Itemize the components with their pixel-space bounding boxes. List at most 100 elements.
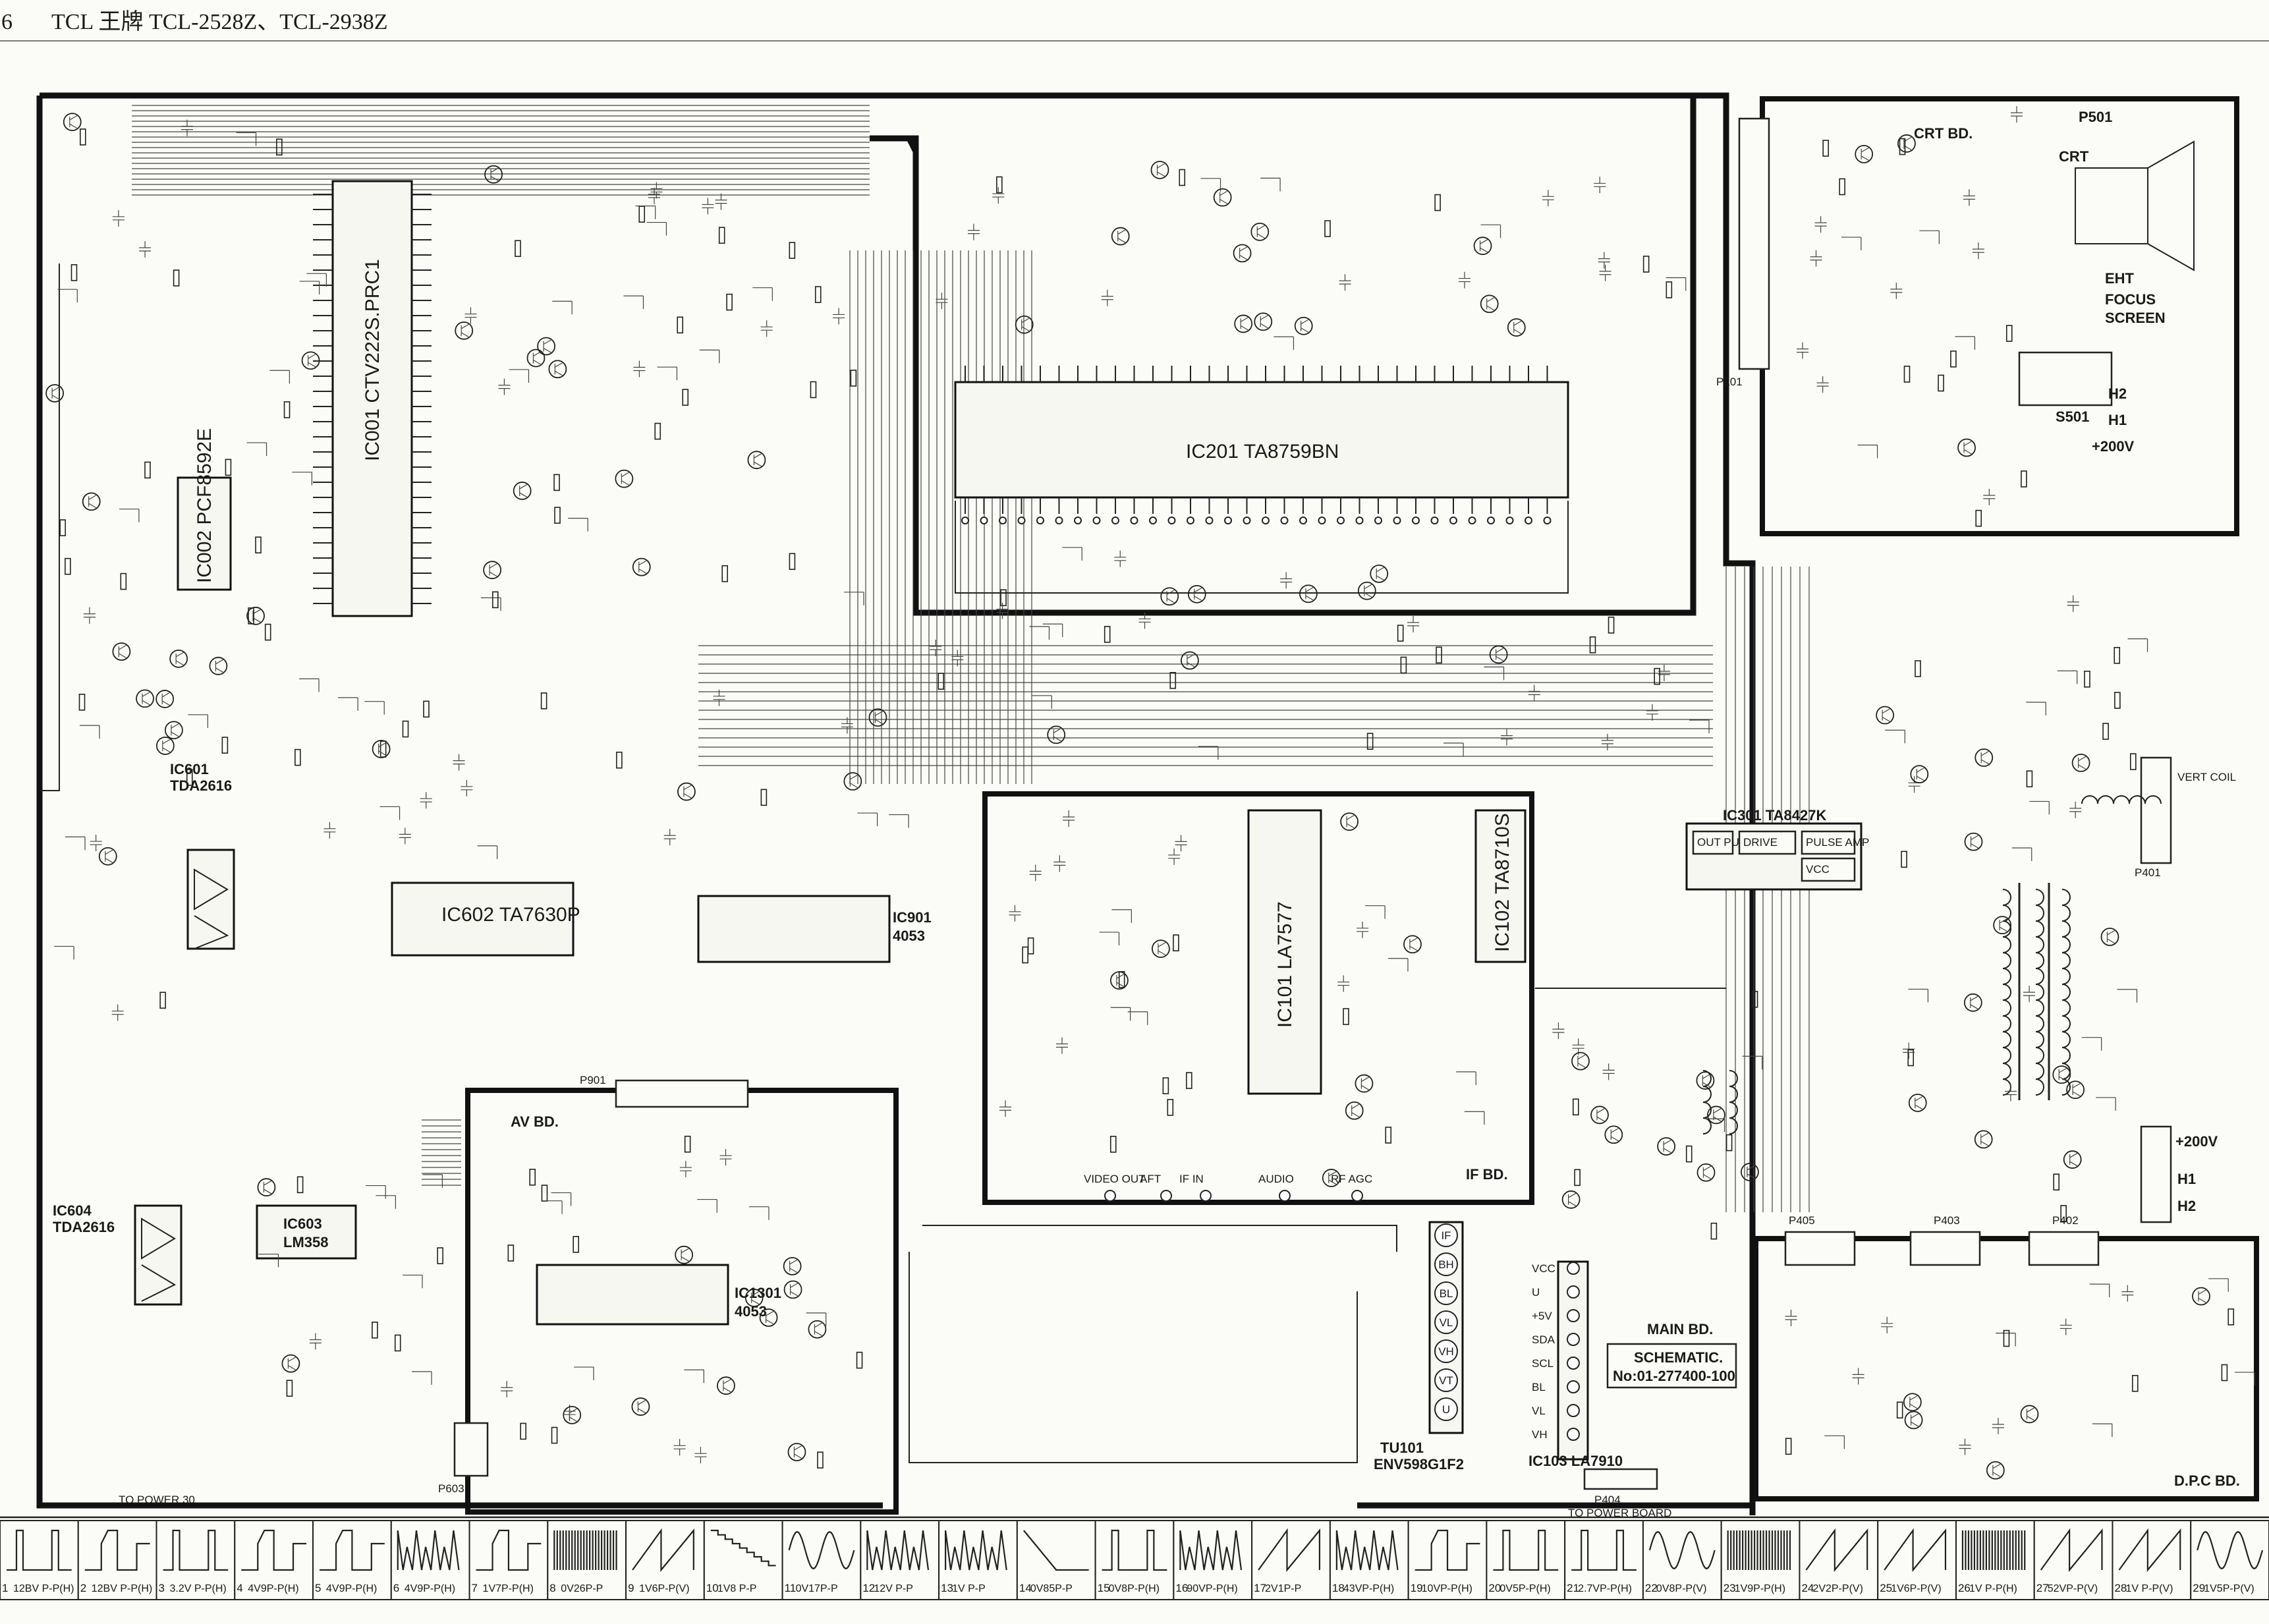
ic103-label: IC103 LA7910 [1528, 1453, 1623, 1469]
waveform-number: 1 [2, 1582, 8, 1594]
waveform-label: 0V5P-P(H) [1499, 1583, 1550, 1594]
tuner-pin [1434, 1223, 1458, 1247]
waveform-trace [1023, 1530, 1089, 1571]
waveform-number: 7 [472, 1582, 478, 1594]
page-title: TCL 王牌 TCL-2528Z、TCL-2938Z [51, 9, 388, 34]
waveform-label: 4V9P-P(H) [248, 1583, 298, 1594]
h2-label: H2 [2177, 1198, 2196, 1214]
p401-label: P401 [2135, 866, 2161, 879]
waveform-trace [1335, 1530, 1399, 1571]
ic604-chip: IC604 TDA2616 [53, 1202, 182, 1306]
p201-label: P201 [1716, 376, 1743, 388]
ic601-chip: IC601 TDA2616 [170, 761, 235, 950]
header: 6 TCL 王牌 TCL-2528Z、TCL-2938Z [0, 9, 2269, 42]
screen-label: SCREEN [2105, 310, 2166, 326]
tuner-pin-label: BL [1440, 1287, 1453, 1300]
waveform-label: 1V6P-P(V) [639, 1583, 689, 1594]
ic001-label: IC001 CTV222S.PRC1 [362, 259, 383, 461]
page-number: 6 [1, 10, 13, 34]
waveform-label: 2.7VP-P(H) [1578, 1583, 1632, 1594]
schematic-number: No:01-277400-100 [1613, 1368, 1735, 1384]
waveform-trace [397, 1530, 460, 1571]
waveform-label: 1V P-P(H) [1969, 1583, 2017, 1594]
waveform-number: 23 [1723, 1582, 1736, 1594]
av-board-label: AV BD. [511, 1113, 559, 1130]
ic103-pin-label: VL [1532, 1405, 1546, 1417]
crt-socket: CRT P501 EHT FOCUS SCREEN S501 H2 H1 +20… [2018, 109, 2195, 455]
p901-label: P901 [580, 1074, 606, 1086]
waveform-trace [1648, 1530, 1716, 1570]
h2-label-top: H2 [2108, 385, 2127, 402]
waveform-number: 19 [1411, 1582, 1423, 1594]
waveform-label: 10VP-P(H) [1422, 1583, 1472, 1594]
waveform-label: 1V P-P [952, 1583, 986, 1594]
waveform-number: 18 [1332, 1582, 1345, 1594]
waveform-cell: 212.7VP-P(H) [1564, 1520, 1644, 1600]
waveform-label: 4V9P-P(H) [405, 1583, 455, 1594]
ic601-part: TDA2616 [170, 777, 232, 794]
ic002-chip: IC002 PCF8592E [177, 428, 232, 591]
waveform-label: 1V8 P-P [717, 1583, 757, 1594]
waveform-label: 90VP-P(H) [1187, 1583, 1237, 1594]
tu101-label: TU101 [1380, 1440, 1424, 1456]
waveform-label: 1V P-P(V) [2125, 1583, 2173, 1594]
waveform-label: 0V8P-P(V) [1656, 1583, 1706, 1594]
ic1301-label: IC1301 [735, 1285, 781, 1301]
waveform-number: 5 [315, 1582, 321, 1594]
waveform-number: 8 [549, 1582, 555, 1594]
waveform-trace [1258, 1528, 1320, 1573]
tuner-pin [1434, 1397, 1458, 1421]
waveform-label: 43VP-P(H) [1343, 1583, 1394, 1594]
ic103-pin-label: +5V [1532, 1310, 1552, 1322]
waveform-cell: 1 12BV P-P(H) [0, 1520, 79, 1600]
flyback-transformer [1702, 795, 2162, 1134]
waveform-label: 12BV P-P(H) [13, 1583, 74, 1594]
waveform-trace [476, 1529, 542, 1571]
if-board: IF BD. [982, 791, 1534, 1205]
ic103-pin-label: VCC [1532, 1262, 1555, 1275]
if-output-label: RF AGC [1331, 1173, 1372, 1185]
ic101-chip: IC101 LA7577 [1247, 809, 1322, 1095]
waveform-label: 4V9P-P(H) [326, 1583, 377, 1594]
if-output-label: IF IN [1179, 1173, 1204, 1185]
schematic-label: SCHEMATIC. [1634, 1349, 1723, 1366]
waveform-label: 1V5P-P(V) [2204, 1583, 2254, 1594]
ic602-label: IC602 TA7630P [441, 904, 580, 926]
connector-p401: P401 VERT COIL +200V H1 H2 [2135, 756, 2236, 1223]
to-power-board-label: TO POWER BOARD [1568, 1507, 1671, 1519]
tuner-pin [1434, 1310, 1458, 1334]
waveform-label: 52VP-P(V) [2048, 1583, 2098, 1594]
waveform-trace [866, 1530, 930, 1571]
waveform-number: 14 [1019, 1582, 1032, 1594]
wiring-bus [40, 105, 1810, 1463]
waveform-label: 1V7P-P(H) [483, 1583, 534, 1594]
waveform-trace [1727, 1530, 1791, 1570]
waveform-trace [241, 1529, 307, 1571]
waveform-number: 25 [1880, 1582, 1892, 1594]
waveform-label: 2V1P-P [1265, 1583, 1301, 1594]
waveform-number: 11 [785, 1582, 797, 1594]
waveform-trace [2040, 1528, 2103, 1573]
ic602-chip: IC602 TA7630P [391, 882, 580, 957]
ic201-chip: IC201 TA8759BN [954, 366, 1569, 524]
waveform-trace [1884, 1528, 1947, 1573]
crt-board: CRT BD. [1760, 96, 2239, 536]
connector-p404: P404 TO POWER BOARD TO POWER 30 [119, 1468, 1671, 1519]
ic201-label: IC201 TA8759BN [1186, 441, 1339, 462]
